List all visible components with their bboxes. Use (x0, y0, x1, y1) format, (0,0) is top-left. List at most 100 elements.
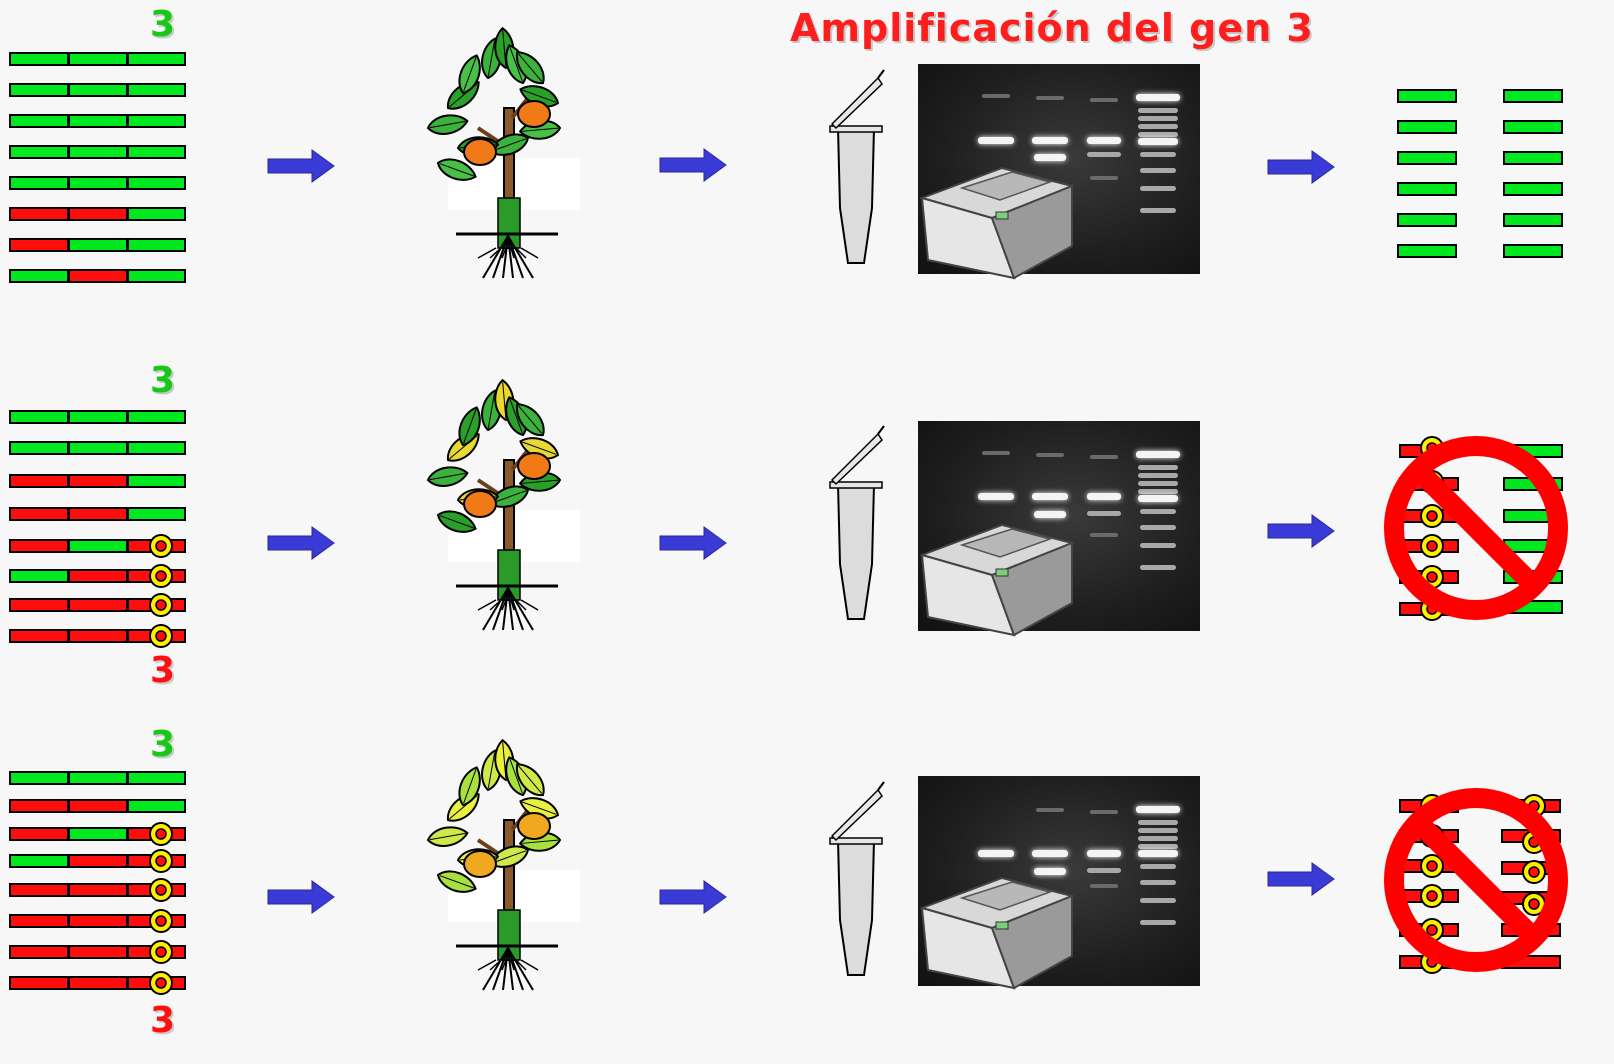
gel-band (982, 451, 1010, 455)
mutant-gene-segment (9, 827, 69, 841)
leaf (516, 763, 545, 797)
mutant-gene-bar (1399, 859, 1459, 873)
mutation-marker-icon (1420, 534, 1444, 558)
gel-band (1140, 509, 1176, 514)
mutation-marker-icon (1420, 794, 1444, 818)
mutation-marker-icon (149, 624, 173, 648)
roots (477, 235, 539, 279)
mutant-gene-segment (68, 569, 128, 583)
mutation-marker-icon (1420, 597, 1444, 621)
leaf (436, 158, 477, 181)
tree-branch (510, 96, 530, 120)
mutant-gene-bar (1399, 509, 1459, 523)
chromosome (9, 145, 186, 159)
normal-gene-segment (68, 827, 128, 841)
arrow-right-icon (659, 148, 727, 182)
tree-label-box (448, 158, 580, 210)
mutation-marker-icon (149, 593, 173, 617)
tree-trunk (503, 819, 515, 961)
prohibition-icon (1384, 436, 1568, 620)
chromosome (9, 207, 186, 221)
normal-gene-segment (127, 507, 186, 521)
leaf (519, 437, 560, 460)
mutation-marker-icon (1420, 918, 1444, 942)
mutation-marker-icon (1522, 830, 1546, 854)
tree-branch (476, 478, 510, 502)
mutant-gene-segment (68, 629, 128, 643)
leaf (456, 488, 500, 509)
gel-band (1138, 138, 1178, 145)
mutant-gene-segment (9, 598, 69, 612)
pcr-tube-icon (829, 425, 885, 620)
tube-rim (829, 481, 883, 489)
mutation-marker-icon (149, 909, 173, 933)
arrow-right-icon (267, 149, 335, 183)
gel-band (1034, 868, 1066, 875)
leaf (426, 826, 469, 847)
amplified-gene-bar (1503, 89, 1563, 103)
mutation-marker-icon (149, 534, 173, 558)
mutant-gene-segment (9, 507, 69, 521)
gel-band (1136, 94, 1180, 101)
mutation-marker-icon (1420, 950, 1444, 974)
gel-band (982, 94, 1010, 98)
normal-gene-segment (9, 410, 69, 424)
amplified-gene-bar (1397, 244, 1457, 258)
trees (426, 26, 580, 991)
arrow-right-icon (659, 526, 727, 560)
fruit (463, 490, 497, 518)
mutation-marker-icon (1420, 854, 1444, 878)
normal-gene-segment (9, 145, 69, 159)
normal-gene-segment (9, 83, 69, 97)
mutant-gene-segment (68, 976, 128, 990)
arrow-right-icon (1267, 514, 1335, 548)
gel-image-row1 (918, 64, 1200, 274)
gel-band (1140, 864, 1176, 869)
normal-gene-segment (9, 176, 69, 190)
gel-band (1087, 850, 1121, 857)
gel-band (1140, 920, 1176, 925)
tree-branch (510, 808, 530, 832)
mutant-gene-segment (127, 854, 186, 868)
leaf (456, 848, 500, 869)
normal-gene-segment (127, 269, 186, 283)
mutant-gene-segment (68, 799, 128, 813)
amplified-gene-bar (1397, 120, 1457, 134)
mutant-gene-bar (1399, 889, 1459, 903)
gene-label-mutant-row2: 3 (150, 650, 176, 691)
gel-band (1140, 208, 1176, 213)
mutant-gene-bar (1399, 539, 1459, 553)
leaf (505, 756, 528, 797)
normal-gene-segment (68, 771, 128, 785)
gel-band (1090, 810, 1118, 814)
gel-band (1087, 493, 1121, 500)
mutant-gene-segment (68, 207, 128, 221)
pcr-tube-icon (829, 69, 885, 264)
normal-gene-segment (127, 771, 186, 785)
fruit (463, 138, 497, 166)
mutant-gene-segment (9, 238, 69, 252)
mutation-marker-icon (149, 971, 173, 995)
arrow-right-icon (267, 526, 335, 560)
mutant-gene-segment (68, 507, 128, 521)
mutant-gene-bar (1399, 955, 1459, 969)
mutation-marker-icon (149, 564, 173, 588)
chromosome (9, 878, 186, 902)
arrow-right-icon (659, 880, 727, 914)
chromosome (9, 799, 186, 813)
normal-gene-segment (127, 441, 186, 455)
mutant-gene-segment (127, 539, 186, 553)
amplified-gene-bar (1503, 509, 1563, 523)
chromosome-groups (9, 52, 186, 995)
leaf (436, 870, 477, 893)
gel-band (1090, 455, 1118, 459)
fruit (517, 452, 551, 480)
gel-band (1138, 489, 1178, 494)
tree-icon (426, 26, 580, 279)
leaf (458, 54, 481, 95)
leaf (481, 749, 502, 792)
normal-gene-segment (127, 799, 186, 813)
mutant-gene-bar (1399, 570, 1459, 584)
normal-gene-segment (68, 83, 128, 97)
